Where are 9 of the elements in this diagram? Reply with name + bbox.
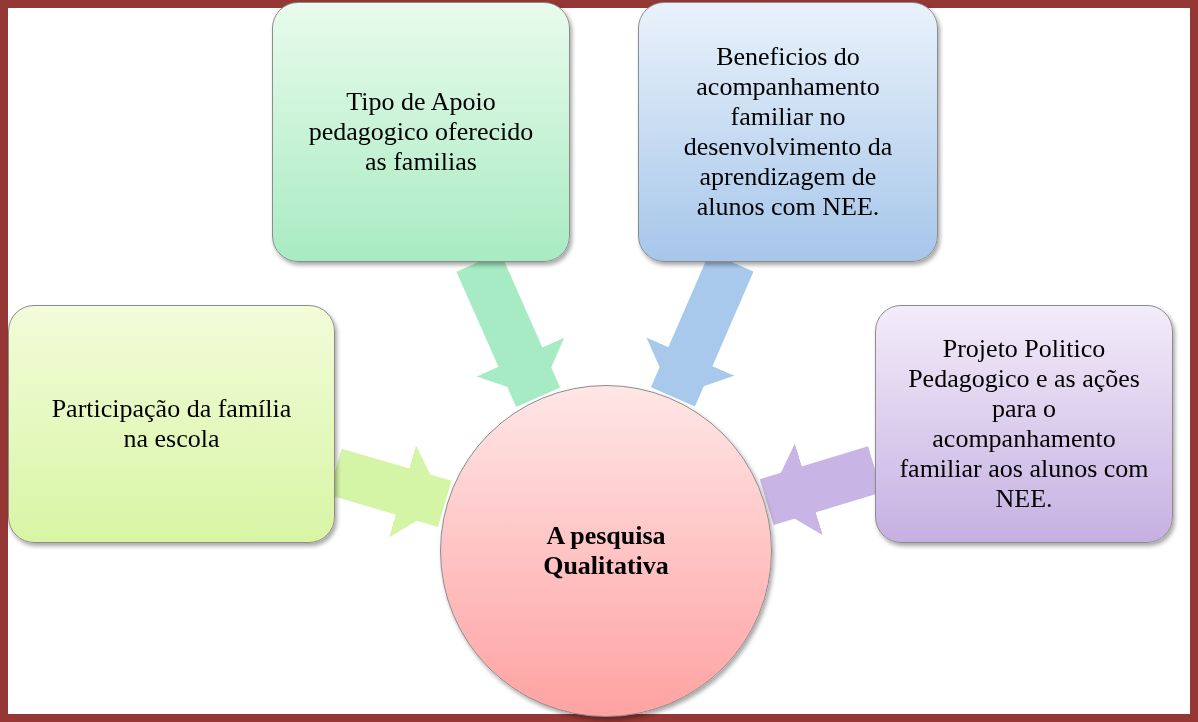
box-label: Projeto Politico Pedagogico e as ações para o acompanhamento familiar aos alunos com NEE. — [899, 334, 1149, 514]
center-label: A pesquisa Qualitativa — [542, 521, 670, 581]
box-label: Tipo de Apoio pedagogico oferecido as familias — [307, 87, 535, 177]
topic-box — [638, 2, 938, 262]
topic-box — [875, 305, 1173, 543]
box-label: Participação da família na escola — [50, 394, 293, 454]
topic-box — [272, 2, 570, 262]
box-label: Beneficios do acompanhamento familiar no desenvolvimento da aprendizagem de alunos com NEE. — [682, 42, 894, 222]
topic-box — [8, 305, 335, 543]
